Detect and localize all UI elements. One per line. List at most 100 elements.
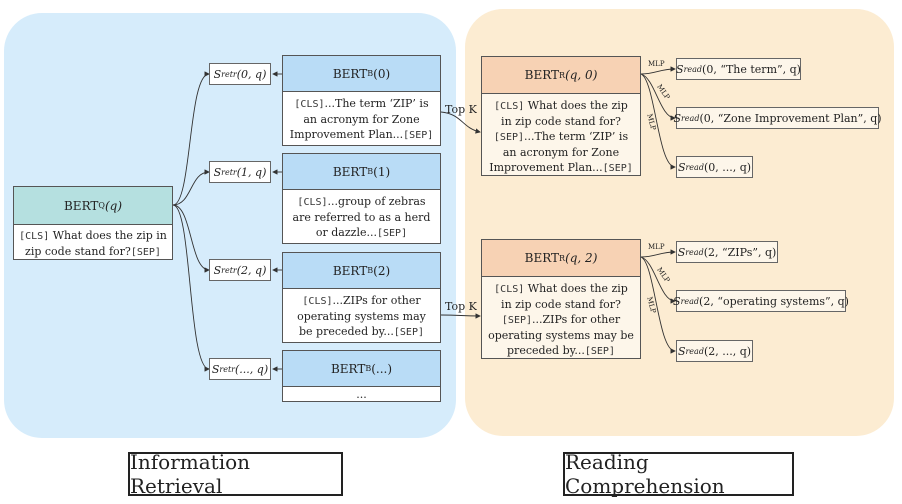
query-encoder-title-arg: (q)	[104, 198, 122, 213]
score-prefix: S	[211, 362, 220, 376]
title-arg: (...)	[371, 361, 393, 376]
passage-text: [CLS]...ZIPs for other operating systems…	[283, 289, 440, 344]
score-args: (2, q)	[236, 263, 267, 277]
score-prefix: S	[673, 111, 681, 125]
cls-token: [CLS]	[494, 101, 525, 112]
top-k-label-2: Top K	[445, 300, 477, 313]
sep-token: [SEP]	[376, 228, 408, 239]
score-args: (1, q)	[236, 165, 267, 179]
reader-question: What does the zip in zip code stand for?	[501, 99, 628, 128]
title-sub: R	[559, 253, 566, 263]
mlp-label: MLP	[648, 243, 665, 251]
cls-token: [CLS]	[302, 296, 333, 307]
score-sub: read	[685, 346, 704, 356]
sep-token: [SEP]	[130, 247, 161, 258]
r2-mlp-edge-1	[640, 256, 676, 304]
title-arg: (2)	[373, 263, 391, 278]
reader-text: [CLS] What does the zip in zip code stan…	[482, 94, 640, 180]
q-to-score3-edge	[172, 204, 210, 372]
score-args: (2, “ZIPs”, q)	[703, 245, 777, 259]
topk-edge-0	[440, 111, 481, 134]
title-sub: B	[367, 266, 374, 275]
reader-question: What does the zip in zip code stand for?	[501, 282, 628, 311]
passage-text: [CLS]...The term ‘ZIP’ is an acronym for…	[283, 92, 440, 147]
score-prefix: S	[677, 245, 686, 259]
title-main: BERT	[524, 251, 560, 265]
title-main: BERT	[332, 263, 368, 278]
cls-token: [CLS]	[294, 99, 325, 110]
title-main: BERT	[332, 164, 368, 179]
score-sub: retr	[221, 167, 237, 177]
passage-body-text: ...ZIPs for other operating systems may …	[297, 294, 426, 338]
score-args: (0, q)	[236, 67, 267, 81]
title-main: BERT	[330, 361, 366, 376]
score-args: (..., q)	[235, 362, 269, 376]
score-prefix: S	[677, 344, 686, 358]
title-arg: (q, 0)	[565, 68, 598, 82]
cls-token: [CLS]	[297, 197, 328, 208]
passage-body-text: ...The term ‘ZIP’ is an acronym for Zone…	[289, 97, 429, 141]
sep-token: [SEP]	[493, 132, 525, 143]
reader-text: [CLS] What does the zip in zip code stan…	[482, 277, 640, 363]
passage-ellipsis: ...	[356, 388, 367, 401]
score-sub: read	[685, 162, 704, 172]
title-main: BERT	[524, 68, 560, 82]
score-sub: read	[680, 296, 700, 306]
sep-token: [SEP]	[403, 130, 434, 141]
title-sub: B	[367, 167, 374, 176]
r0-mlp-edge-1	[640, 73, 676, 121]
score-prefix: S	[213, 67, 222, 81]
reader-passage: ...The term ‘ZIP’ is an acronym for Zone…	[489, 130, 629, 174]
sep-token: [SEP]	[393, 327, 424, 338]
sep-token: [SEP]	[602, 163, 633, 174]
sep-token: [SEP]	[584, 346, 615, 357]
score-sub: read	[680, 113, 700, 123]
title-arg: (q, 2)	[565, 251, 598, 265]
title-sub: R	[559, 70, 566, 80]
score-sub: retr	[221, 69, 237, 79]
score-prefix: S	[677, 160, 686, 174]
score-sub: read	[685, 247, 704, 257]
r2-mlp-edge-2	[640, 256, 676, 354]
score-args: (0, “Zone Improvement Plan”, q)	[699, 111, 882, 125]
score-sub: retr	[219, 364, 236, 374]
title-main: BERT	[332, 66, 368, 81]
cls-token: [CLS]	[19, 231, 50, 242]
q-to-score2-edge	[172, 204, 210, 273]
title-sub: B	[365, 364, 372, 373]
score-prefix: S	[213, 263, 222, 277]
title-sub: B	[367, 69, 374, 78]
query-encoder-title-sub: Q	[98, 201, 105, 210]
top-k-label-0: Top K	[445, 103, 477, 116]
score-args: (2, ..., q)	[703, 344, 752, 358]
cls-token: [CLS]	[494, 284, 525, 295]
score-args: (0, “The term”, q)	[702, 62, 801, 76]
query-encoder-title-main: BERT	[63, 198, 99, 213]
score-args: (0, ..., q)	[703, 160, 752, 174]
information-retrieval-caption: Information Retrieval	[128, 450, 343, 498]
r2-mlp-edge-0	[640, 249, 676, 258]
query-encoder-body: [CLS] What does the zip in zip code stan…	[14, 225, 172, 263]
